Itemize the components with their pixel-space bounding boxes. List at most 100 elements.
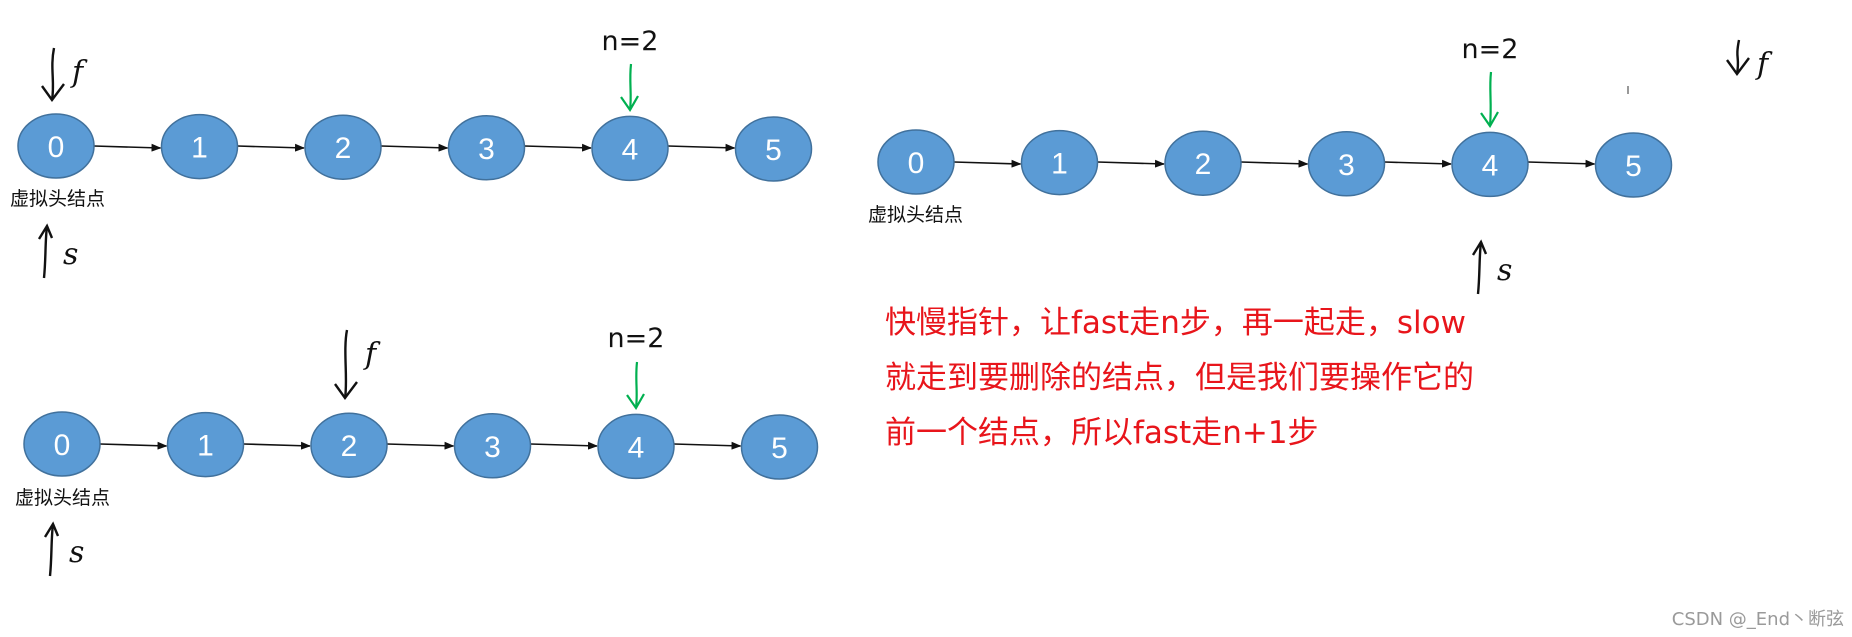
fast-pointer-arrowhead: [1726, 57, 1750, 77]
list-node-5: 5: [740, 414, 819, 480]
n-marker-arrowhead: [626, 393, 645, 411]
note-line-2: 就走到要删除的结点，但是我们要操作它的: [885, 360, 1474, 396]
list-node-3: 3: [453, 413, 532, 479]
link-arrow: [1097, 159, 1165, 168]
link-arrow: [524, 143, 592, 152]
node-value: 2: [341, 430, 358, 463]
node-value: 5: [1625, 150, 1642, 183]
list-node-5: 5: [1594, 132, 1673, 198]
node-value: 4: [1482, 149, 1499, 182]
node-value: 1: [197, 430, 214, 463]
n-value-label: n=2: [1462, 34, 1519, 65]
list-node-4: 4: [591, 115, 669, 182]
list-node-3: 3: [447, 115, 526, 181]
node-value: 0: [908, 147, 925, 180]
note-line-3: 前一个结点，所以fast走n+1步: [885, 415, 1319, 451]
watermark: CSDN @_End丶断弦: [1671, 609, 1844, 630]
link-arrow: [1527, 159, 1596, 168]
fast-pointer-label: f: [70, 55, 88, 90]
n-marker-arrow: [1488, 71, 1493, 127]
node-circle: [160, 113, 239, 180]
node-circle: [1307, 131, 1386, 197]
list-node-5: 5: [734, 116, 813, 182]
slow-pointer-label: s: [63, 237, 78, 272]
dummy-head-label: 虚拟头结点: [10, 188, 105, 210]
node-value: 5: [765, 134, 782, 167]
link-arrow: [99, 441, 168, 450]
list-node-2: 2: [304, 114, 382, 180]
list-node-0: 0: [23, 411, 101, 477]
node-circle: [591, 115, 669, 182]
slow-pointer-arrowhead: [37, 223, 54, 240]
slow-pointer-arrowhead: [1471, 239, 1488, 256]
fast-pointer-arrowhead: [334, 381, 358, 401]
node-circle: [597, 413, 675, 480]
node-value: 3: [484, 431, 501, 464]
fast-pointer-label: f: [363, 337, 381, 372]
fast-pointer-arrow: [1735, 39, 1741, 75]
slow-pointer-arrow: [42, 225, 49, 279]
n-marker-arrow: [628, 63, 633, 111]
node-circle: [1451, 131, 1529, 198]
node-circle: [304, 114, 382, 180]
node-value: 4: [628, 431, 645, 464]
node-circle: [166, 411, 245, 478]
node-circle: [453, 413, 532, 479]
note-line-1: 快慢指针，让fast走n步，再一起走，slow: [885, 305, 1466, 341]
slow-pointer-arrow: [48, 523, 55, 577]
node-circle: [1020, 129, 1099, 196]
fast-pointer-arrow: [343, 329, 349, 399]
node-value: 3: [478, 133, 495, 166]
slow-pointer-arrowhead: [43, 521, 60, 538]
node-circle: [1164, 130, 1242, 196]
node-value: 5: [771, 432, 788, 465]
node-value: 0: [48, 131, 65, 164]
list-node-1: 1: [160, 113, 239, 180]
node-circle: [447, 115, 526, 181]
node-circle: [310, 412, 388, 478]
n-marker-arrowhead: [1480, 111, 1499, 129]
link-arrow: [243, 441, 311, 450]
link-arrow: [93, 143, 162, 152]
node-value: 4: [622, 133, 639, 166]
list-node-4: 4: [1451, 131, 1529, 198]
node-circle: [23, 411, 101, 477]
link-arrow: [237, 143, 305, 152]
link-arrow: [667, 143, 736, 152]
list-node-1: 1: [1020, 129, 1099, 196]
node-circle: [1594, 132, 1673, 198]
node-value: 1: [191, 132, 208, 165]
slow-pointer-label: s: [69, 535, 84, 570]
slow-pointer-label: s: [1497, 253, 1512, 288]
linked-list-diagram-2: 0 1 2 3 4 5 虚拟头结点 n=2 f s: [15, 323, 819, 577]
dummy-head-label: 虚拟头结点: [868, 204, 963, 226]
node-value: 0: [54, 429, 71, 462]
fast-pointer-arrowhead: [41, 83, 65, 103]
link-arrow: [1384, 159, 1452, 168]
link-arrow: [530, 441, 598, 450]
explanation-note: 快慢指针，让fast走n步，再一起走，slow 就走到要删除的结点，但是我们要操…: [885, 296, 1645, 461]
node-value: 1: [1051, 148, 1068, 181]
list-node-1: 1: [166, 411, 245, 478]
node-value: 3: [1338, 149, 1355, 182]
list-node-3: 3: [1307, 131, 1386, 197]
dummy-head-label: 虚拟头结点: [15, 487, 110, 509]
fast-pointer-arrow: [50, 47, 56, 101]
node-circle: [17, 113, 95, 179]
link-arrow: [673, 441, 742, 450]
node-circle: [740, 414, 819, 480]
n-marker-arrowhead: [620, 95, 639, 113]
n-marker-arrow: [634, 361, 639, 409]
list-node-2: 2: [1164, 130, 1242, 196]
node-circle: [877, 129, 955, 195]
list-node-4: 4: [597, 413, 675, 480]
list-node-2: 2: [310, 412, 388, 478]
link-arrow: [386, 441, 455, 450]
node-circle: [734, 116, 813, 182]
node-value: 2: [1195, 148, 1212, 181]
n-value-label: n=2: [608, 323, 665, 354]
list-node-0: 0: [877, 129, 955, 195]
